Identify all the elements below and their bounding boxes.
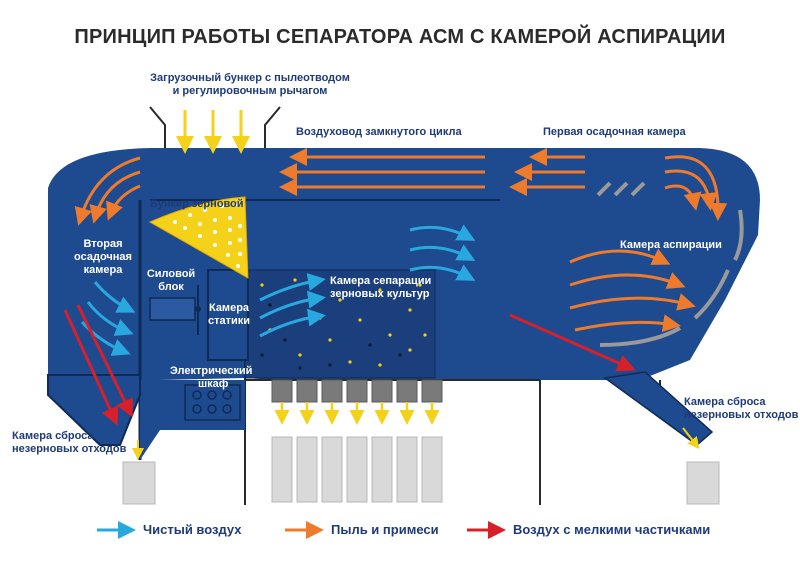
- power-unit-label-line1: Силовой: [146, 268, 196, 280]
- power-unit-label: Силовой блок: [146, 268, 196, 294]
- legend-clean-air: Чистый воздух: [143, 522, 242, 537]
- grain-containers: [271, 436, 443, 503]
- waste-box-right: [686, 461, 720, 505]
- hopper-label-line2: и регулировочным рычагом: [172, 85, 328, 97]
- aspiration-arrows: [569, 248, 696, 333]
- grain-bunker-dots: [173, 203, 242, 268]
- electric-cabinet-label-line2: шкаф: [198, 378, 229, 390]
- duct-label: Воздуховод замкнутого цикла: [296, 126, 462, 138]
- electric-cabinet-label: Электрический шкаф: [170, 365, 270, 391]
- waste-right-label: Камера сброса незерновых отходов: [684, 396, 798, 422]
- separation-chamber-label-line1: Камера сепарации: [330, 275, 432, 287]
- duct-arrows: [279, 148, 585, 196]
- input-arrows: [176, 110, 250, 154]
- legend-fine-particles: Воздух с мелкими частичками: [513, 522, 711, 537]
- separation-chamber-label-line2: зерновых культур: [330, 288, 430, 300]
- static-chamber-label-line2: статики: [207, 315, 251, 327]
- grain-drop-arrows: [274, 402, 440, 425]
- waste-left-label-line1: Камера сброса: [12, 430, 94, 442]
- hopper-label-line1: Загрузочный бункер с пылеотводом: [150, 72, 350, 84]
- discharge-chutes: [271, 379, 443, 403]
- aspiration-chamber-label: Камера аспирации: [620, 239, 722, 251]
- legend-dust: Пыль и примеси: [331, 522, 439, 537]
- second-settling-label-line1: Вторая: [83, 238, 123, 250]
- waste-left-label: Камера сброса незерновых отходов: [12, 430, 126, 456]
- left-blue-arrows: [80, 281, 136, 356]
- separator-body: [47, 148, 760, 460]
- waste-right-label-line2: незерновых отходов: [684, 409, 799, 421]
- power-unit-label-line2: блок: [158, 281, 184, 293]
- waste-arrow-right: [682, 427, 700, 450]
- waste-left-label-line2: незерновых отходов: [12, 443, 127, 455]
- separation-blue-arrows: [259, 224, 476, 338]
- second-settling-label: Вторая осадочная камера: [68, 238, 138, 277]
- right-curve-arrows: [664, 155, 728, 221]
- hopper-label: Загрузочный бункер с пылеотводом и регул…: [150, 72, 350, 98]
- first-settling-label: Первая осадочная камера: [543, 126, 686, 138]
- second-settling-label-line2: осадочная: [74, 251, 132, 263]
- left-curve-arrows: [74, 156, 141, 226]
- separation-chamber-label: Камера сепарации зерновых культур: [330, 275, 431, 301]
- electric-cabinet-label-line1: Электрический: [170, 365, 253, 377]
- static-chamber-label-line1: Камера: [208, 302, 250, 314]
- grain-bunker-label: Бункер зерновой: [150, 198, 244, 210]
- diagram-title: ПРИНЦИП РАБОТЫ СЕПАРАТОРА АСМ С КАМЕРОЙ …: [74, 26, 726, 48]
- red-arrows: [63, 304, 636, 426]
- electric-cabinet: [184, 384, 241, 421]
- waste-right-label-line1: Камера сброса: [684, 396, 766, 408]
- second-settling-label-line3: камера: [83, 264, 123, 276]
- loading-hopper: [149, 106, 281, 150]
- waste-box-left: [122, 461, 156, 505]
- static-chamber-label: Камера статики: [206, 302, 252, 328]
